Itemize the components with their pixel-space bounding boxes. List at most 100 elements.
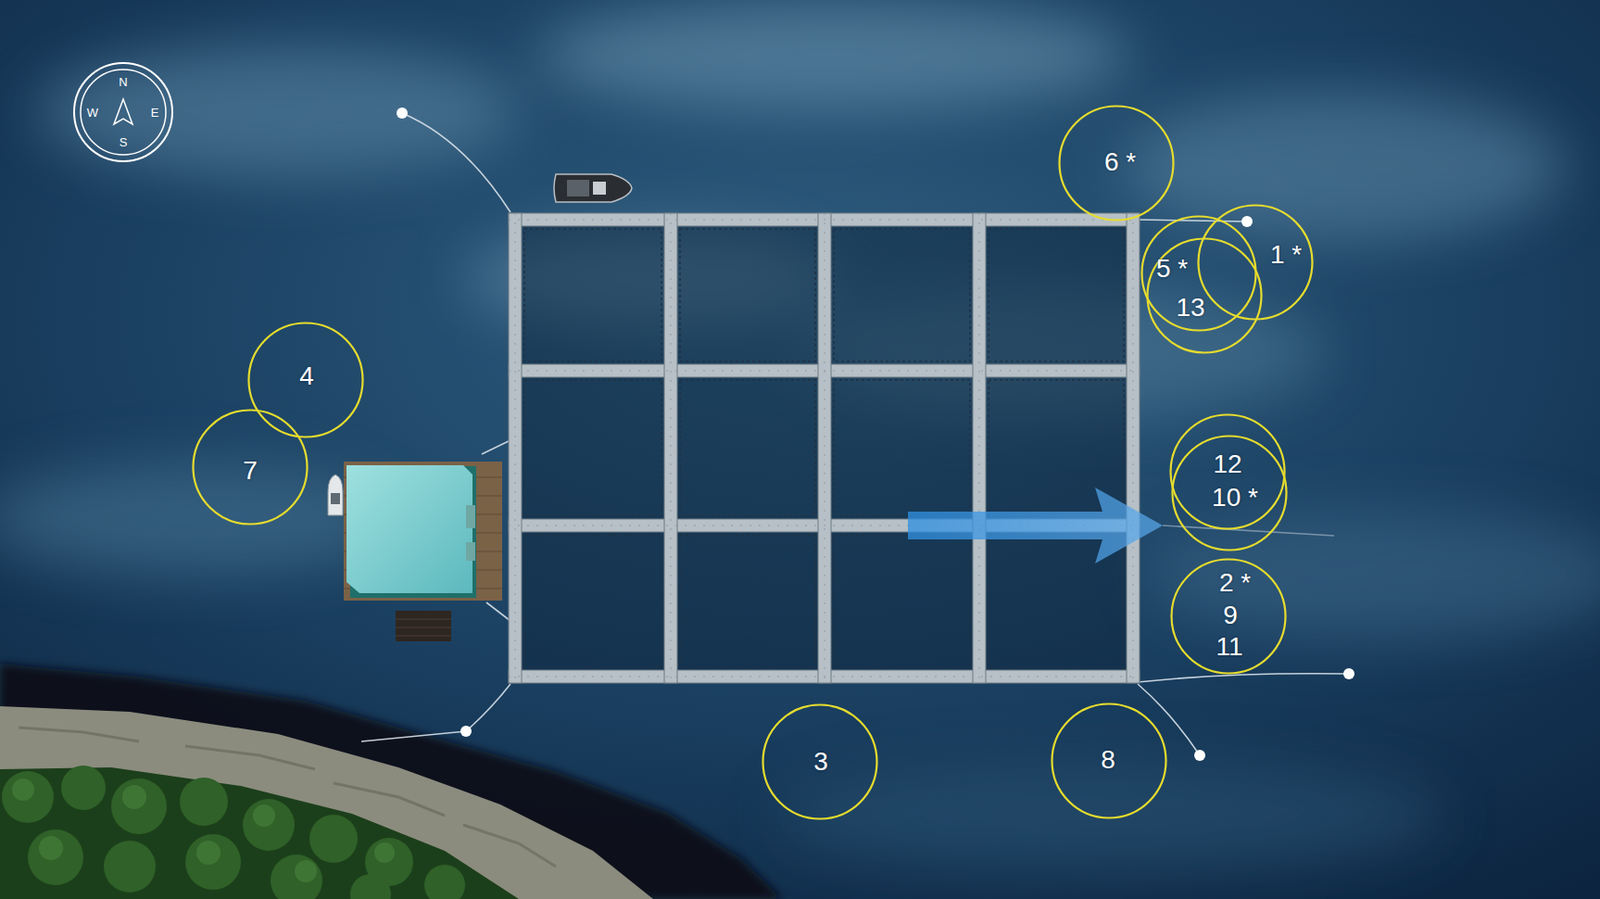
illustration-part bbox=[242, 798, 295, 851]
illustration-part bbox=[38, 835, 63, 860]
illustration-part bbox=[1194, 749, 1206, 761]
callout-number: 1 * bbox=[1270, 241, 1302, 268]
illustration-part bbox=[824, 213, 826, 683]
illustration-part bbox=[833, 228, 971, 362]
callout-circle: 4 bbox=[247, 321, 365, 439]
illustration-part bbox=[111, 778, 167, 834]
illustration-part bbox=[374, 842, 395, 863]
callout-number: 4 bbox=[299, 363, 315, 390]
circle-stroke bbox=[1171, 559, 1286, 674]
small-dock bbox=[395, 610, 452, 642]
callout-number: 2 * bbox=[1219, 569, 1251, 596]
current-arrow bbox=[907, 487, 1163, 564]
illustration-part bbox=[74, 62, 173, 162]
illustration-part bbox=[677, 226, 819, 365]
illustration-part bbox=[113, 99, 133, 125]
callout-number: 12 bbox=[1212, 451, 1242, 478]
illustration-part bbox=[554, 174, 632, 202]
illustration-part bbox=[424, 864, 466, 899]
net-pens bbox=[508, 213, 1140, 683]
dock-planks bbox=[395, 618, 452, 636]
illustration-part bbox=[395, 635, 452, 637]
illustration-part bbox=[515, 213, 517, 683]
illustration-part bbox=[395, 618, 452, 620]
circle-stroke bbox=[1059, 106, 1174, 221]
illustration-part bbox=[680, 228, 816, 362]
illustration-part bbox=[270, 854, 323, 899]
illustration-part bbox=[521, 226, 665, 365]
callout-circle: 6 * bbox=[1058, 104, 1175, 222]
illustration-part bbox=[252, 804, 276, 827]
illustration-part bbox=[61, 765, 106, 810]
buoys bbox=[396, 107, 1355, 761]
callout-number: 13 bbox=[1175, 294, 1205, 321]
illustration-part bbox=[460, 725, 472, 737]
illustration-part bbox=[333, 782, 445, 816]
illustration-part bbox=[395, 627, 452, 629]
boat-seat bbox=[330, 492, 341, 504]
illustration-part bbox=[1343, 667, 1355, 680]
illustration-part bbox=[396, 107, 408, 119]
circle-stroke bbox=[1198, 205, 1313, 320]
illustration-part bbox=[831, 226, 973, 365]
illustration-part bbox=[831, 377, 973, 519]
illustration-part bbox=[680, 379, 816, 517]
callout-circle: 1 * bbox=[1196, 203, 1314, 321]
illustration-part bbox=[778, 759, 1446, 871]
compass-letter: N bbox=[118, 75, 127, 89]
callout-circle: 12 bbox=[1169, 413, 1286, 530]
circle-stroke bbox=[1052, 704, 1167, 819]
callout-circle: 13 bbox=[1146, 237, 1263, 354]
illustration-part bbox=[537, 0, 1131, 112]
house-roof bbox=[346, 465, 473, 593]
illustration-part bbox=[1133, 213, 1134, 683]
compass bbox=[74, 62, 173, 162]
mooring-lines bbox=[361, 113, 1349, 756]
illustration-part bbox=[524, 379, 662, 517]
compass-letter: W bbox=[87, 106, 99, 119]
rock-band bbox=[0, 705, 654, 899]
illustration-part bbox=[508, 219, 1140, 221]
circle-stroke bbox=[249, 323, 364, 438]
illustration-part bbox=[677, 531, 819, 670]
illustration-part bbox=[466, 683, 511, 731]
illustration-part bbox=[833, 534, 971, 668]
illustration-part bbox=[524, 534, 662, 668]
illustration-part bbox=[185, 833, 241, 890]
illustration-part bbox=[27, 829, 84, 885]
illustration-part bbox=[402, 113, 511, 213]
illustration-part bbox=[664, 213, 678, 683]
circle-stroke bbox=[763, 705, 878, 819]
illustration-part bbox=[37, 46, 519, 177]
illustration-part bbox=[1126, 213, 1140, 683]
illustration-part bbox=[566, 179, 590, 197]
circle-stroke bbox=[1171, 415, 1286, 530]
illustration-part bbox=[670, 213, 672, 683]
illustration-part bbox=[350, 873, 391, 899]
illustration-part bbox=[833, 379, 971, 517]
small-boat bbox=[327, 474, 343, 516]
feed-barge bbox=[327, 461, 503, 642]
illustration-part bbox=[521, 377, 665, 519]
illustration-part bbox=[80, 69, 166, 155]
illustration-part bbox=[972, 213, 986, 683]
illustration-part bbox=[1, 770, 54, 823]
walkways bbox=[508, 213, 1140, 683]
window bbox=[466, 541, 476, 561]
illustration-part bbox=[985, 226, 1127, 365]
illustration-part bbox=[508, 213, 522, 683]
callout-circle: 2 *911 bbox=[1170, 557, 1287, 675]
callout-number: 3 bbox=[813, 748, 829, 775]
callout-number: 8 bbox=[1100, 746, 1116, 773]
illustration-part bbox=[677, 377, 819, 519]
illustration-part bbox=[680, 534, 816, 668]
illustration-part bbox=[486, 602, 511, 621]
illustration-part bbox=[185, 745, 315, 769]
illustration-part bbox=[831, 531, 973, 670]
illustration-part bbox=[521, 531, 665, 670]
compass-letter: E bbox=[151, 106, 160, 119]
callout-number: 5 * bbox=[1156, 255, 1188, 282]
shoreline bbox=[0, 663, 783, 899]
